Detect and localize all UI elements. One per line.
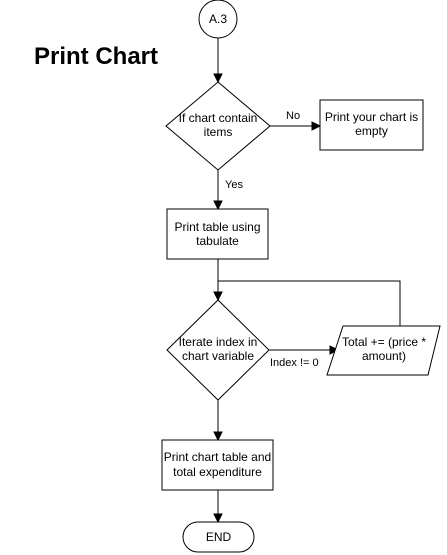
arrowhead-table-to-iterate — [213, 291, 223, 302]
process-print-final-line1: Print chart table and — [164, 450, 271, 464]
edge-label-yes: Yes — [225, 179, 243, 191]
arrowhead-connector-to-decision — [213, 73, 223, 84]
edge-label-index: Index != 0 — [270, 357, 319, 369]
arrowhead-decision-to-table — [213, 200, 223, 211]
arrowhead-iterate-to-final — [213, 431, 223, 442]
decision-contain-items — [165, 81, 271, 171]
process-print-empty — [319, 99, 424, 151]
process-print-final — [161, 439, 274, 491]
terminator-end — [182, 521, 255, 553]
arrowhead-final-to-end — [213, 513, 223, 524]
io-total-calc-line2: amount) — [362, 349, 406, 363]
connector-a3-label: A.3 — [209, 12, 227, 26]
terminator-end-label: END — [206, 530, 232, 544]
process-print-final-line2: total expenditure — [173, 465, 262, 479]
connector-a3 — [198, 0, 238, 39]
process-print-table-line2: tabulate — [196, 234, 239, 248]
page-title: Print Chart — [34, 43, 158, 70]
decision-iterate-index-line2: chart variable — [182, 349, 254, 363]
edge-total-loop-back — [218, 280, 401, 326]
decision-iterate-index-line1: Iterate index in — [179, 335, 258, 349]
process-print-empty-line1: Print your chart is — [325, 110, 418, 124]
decision-contain-items-line2: items — [204, 125, 233, 139]
io-total-calc-line1: Total += (price * — [342, 335, 426, 349]
process-print-table — [166, 208, 269, 260]
arrowhead-decision-to-empty — [311, 121, 322, 131]
decision-iterate-index — [166, 299, 270, 401]
decision-contain-items-line1: If chart contain — [179, 111, 258, 125]
edge-label-no: No — [286, 110, 300, 122]
process-print-empty-line2: empty — [355, 124, 388, 138]
process-print-table-line1: Print table using — [174, 220, 260, 234]
io-total-calc — [326, 325, 441, 376]
